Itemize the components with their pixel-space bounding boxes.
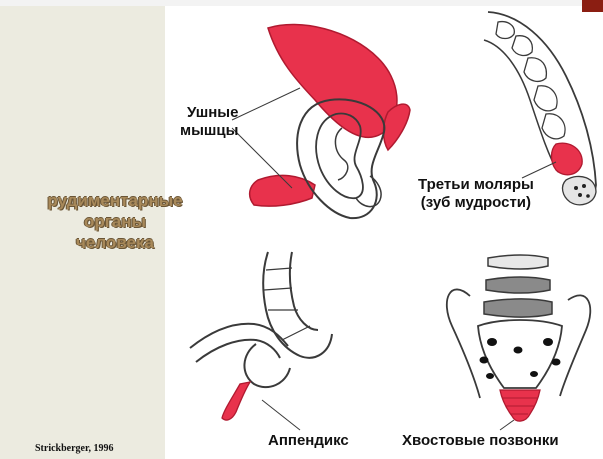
label-appendix: Аппендикс bbox=[268, 432, 349, 450]
source-credit: Strickberger, 1996 bbox=[35, 443, 114, 454]
sacral-foramen bbox=[486, 373, 494, 379]
auricle-helix bbox=[335, 128, 347, 180]
vertebra-2 bbox=[486, 277, 550, 293]
tooth-2 bbox=[512, 36, 532, 56]
coccyx-pointer bbox=[500, 420, 514, 430]
sacral-foramen bbox=[552, 359, 561, 366]
colon-inner bbox=[290, 252, 318, 330]
label-ear-muscles: Ушные мышцы bbox=[180, 104, 238, 140]
ileum-inner bbox=[196, 340, 280, 362]
tooth-3 bbox=[524, 58, 546, 82]
title-line1: рудиментарные bbox=[10, 190, 220, 211]
label-third-molars-line2: (зуб мудрости) bbox=[418, 194, 534, 212]
ear-pointer-1 bbox=[232, 88, 300, 120]
label-ear-muscles-line1: Ушные bbox=[180, 104, 238, 122]
iliac-wing-left bbox=[447, 289, 480, 398]
appendix-pointer bbox=[262, 400, 300, 430]
ileum bbox=[190, 324, 288, 348]
sacral-foramen bbox=[530, 371, 538, 377]
tooth-5 bbox=[542, 114, 565, 139]
jaw-outline-inner bbox=[484, 40, 558, 172]
intestine-illustration bbox=[190, 252, 332, 430]
label-third-molars: Третьи моляры (зуб мудрости) bbox=[418, 176, 534, 212]
colon-outer bbox=[263, 252, 332, 358]
tooth-4 bbox=[534, 86, 557, 111]
label-coccyx: Хвостовые позвонки bbox=[402, 432, 559, 450]
diagram-title: рудиментарные органы человека bbox=[10, 190, 220, 253]
bone-dot bbox=[574, 186, 578, 190]
iliac-wing-right bbox=[560, 295, 590, 396]
bone-dot bbox=[582, 184, 586, 188]
label-ear-muscles-line2: мышцы bbox=[180, 122, 238, 140]
appendix bbox=[222, 382, 250, 420]
sacral-foramen bbox=[487, 338, 497, 346]
sacral-foramen bbox=[514, 347, 523, 354]
bone-dot bbox=[578, 193, 582, 197]
palate-bone bbox=[563, 176, 596, 204]
title-line3: человека bbox=[10, 232, 220, 253]
sacral-foramen bbox=[543, 338, 553, 346]
vertebra-3 bbox=[484, 299, 552, 317]
third-molar bbox=[552, 143, 583, 175]
vertebra-1 bbox=[488, 255, 548, 269]
pelvis-illustration bbox=[447, 255, 590, 430]
ear-muscle-upper bbox=[268, 25, 397, 138]
label-third-molars-line1: Третьи моляры bbox=[418, 176, 534, 194]
tooth-1 bbox=[496, 22, 514, 39]
sacral-foramen bbox=[480, 357, 489, 364]
title-line2: органы bbox=[10, 211, 220, 232]
bone-dot bbox=[586, 194, 590, 198]
jaw-outline-outer bbox=[488, 12, 596, 202]
ear-illustration bbox=[232, 25, 410, 219]
cecum bbox=[244, 344, 290, 387]
